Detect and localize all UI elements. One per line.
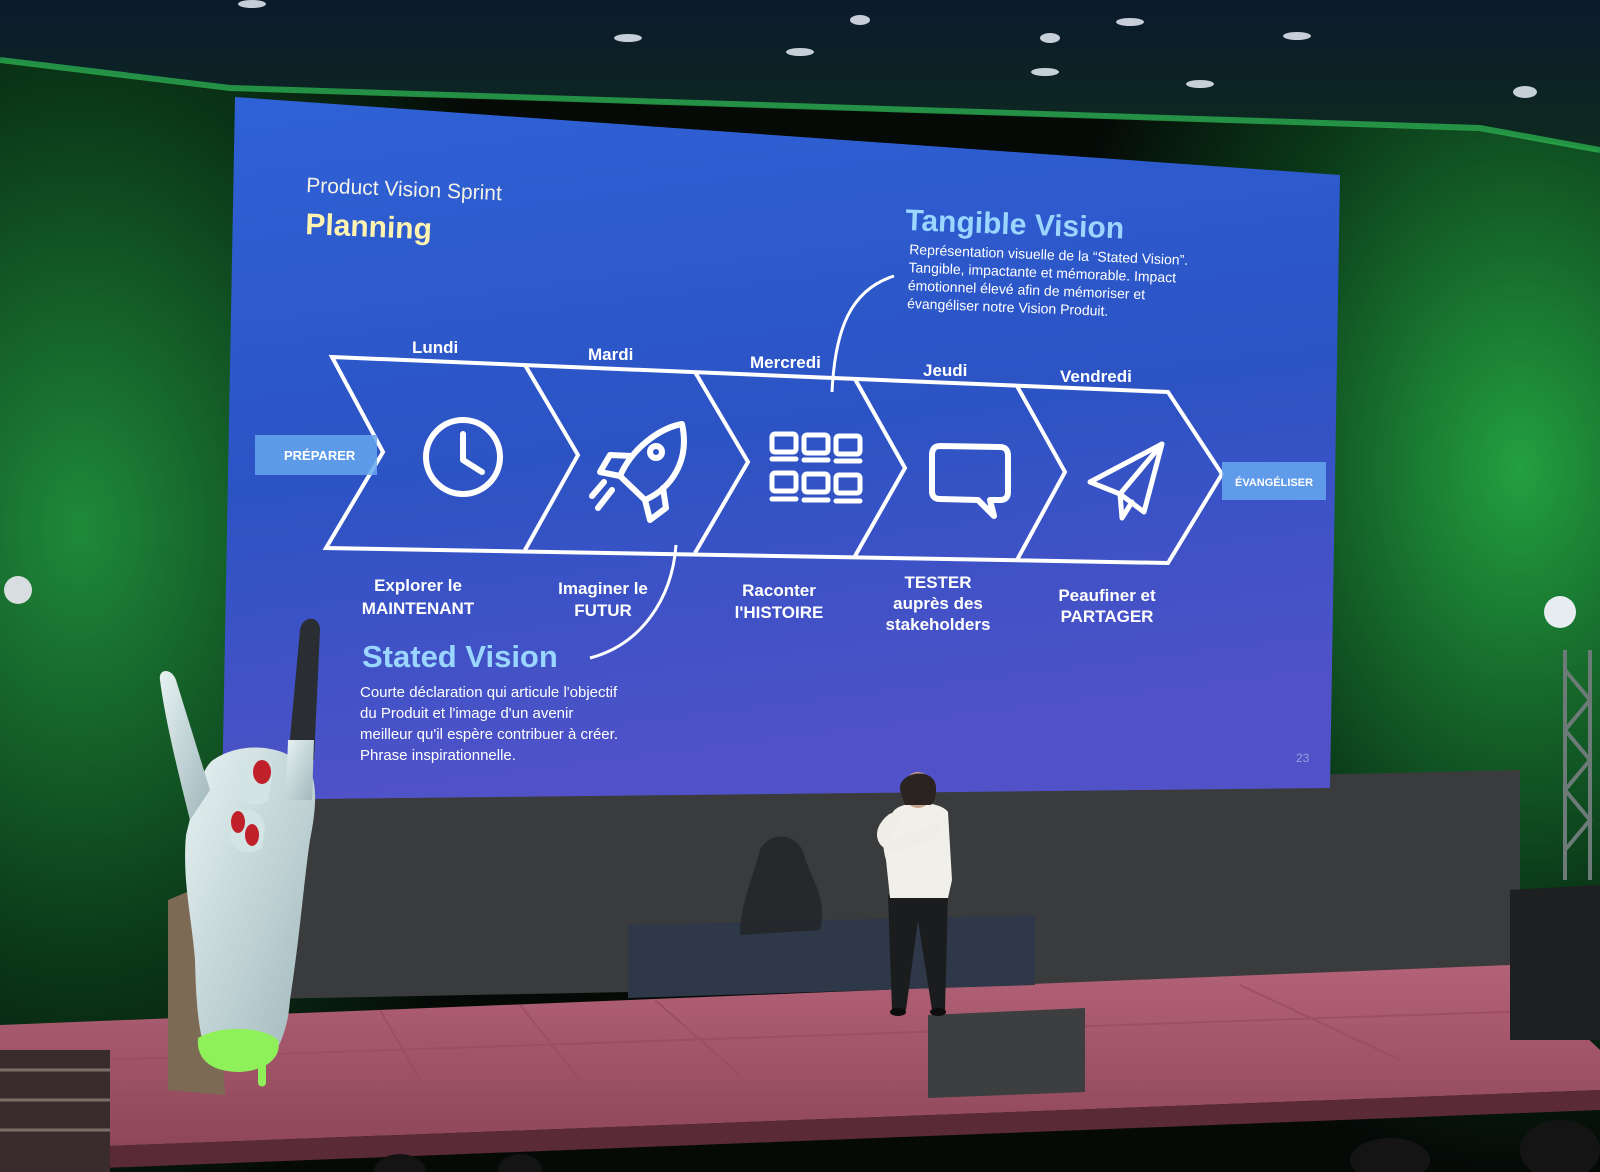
slide-background (222, 97, 1340, 800)
stated-desc-line1: Courte déclaration qui articule l'object… (360, 684, 618, 701)
nail (253, 760, 271, 784)
stated-desc-line3: meilleur qu'il espère contribuer à créer… (360, 726, 618, 743)
day-label-mardi: Mardi (588, 345, 633, 364)
tangible-desc-line4: évangéliser notre Vision Produit. (907, 295, 1109, 319)
caption-monday-line2: MAINTENANT (362, 599, 475, 618)
stated-desc-line4: Phrase inspirationnelle. (360, 747, 516, 764)
caption-wednesday-line2: l'HISTOIRE (735, 603, 824, 622)
caption-tuesday-line1: Imaginer le (558, 579, 648, 598)
slide-page-number: 23 (1296, 751, 1310, 765)
spotlight (4, 576, 32, 604)
nail (231, 811, 245, 833)
preparer-label: PRÉPARER (284, 448, 356, 463)
caption-thursday-line1: TESTER (904, 573, 971, 592)
audience (374, 1120, 1600, 1172)
day-label-mercredi: Mercredi (750, 353, 821, 372)
speech-bubble-icon (929, 443, 1011, 519)
nail (245, 824, 259, 846)
lectern (1510, 885, 1600, 1040)
day-label-lundi: Lundi (412, 338, 458, 357)
lighting-truss (1562, 650, 1593, 880)
day-label-vendredi: Vendredi (1060, 367, 1132, 386)
caption-thursday-line2: auprès des (893, 594, 983, 613)
caption-wednesday-line1: Raconter (742, 581, 816, 600)
day-label-jeudi: Jeudi (923, 361, 967, 380)
stated-connector (589, 544, 678, 660)
caption-tuesday-line2: FUTUR (574, 601, 632, 620)
caption-monday-line1: Explorer le (374, 576, 462, 595)
stated-desc-line2: du Produit et l'image d'un avenir (360, 705, 573, 722)
chevron-timeline (322, 354, 1225, 566)
caption-thursday-line3: stakeholders (886, 615, 991, 634)
spotlight (1544, 596, 1576, 628)
slide-title: Planning (305, 208, 433, 246)
clock-icon (423, 417, 503, 497)
rocket-icon (589, 421, 687, 523)
preparer-box (255, 435, 377, 475)
stage-monitor (928, 1008, 1085, 1098)
stated-vision-title: Stated Vision (362, 639, 558, 674)
paper-plane-icon (1087, 441, 1165, 521)
caption-friday-line2: PARTAGER (1061, 607, 1154, 626)
ceiling-lights (238, 0, 1537, 98)
evangeliser-label: ÉVANGÉLISER (1235, 476, 1313, 489)
evangeliser-box (1222, 462, 1326, 500)
caption-friday-line1: Peaufiner et (1058, 586, 1156, 605)
tangible-connector (830, 274, 895, 393)
storyboard-grid-icon (769, 431, 863, 504)
